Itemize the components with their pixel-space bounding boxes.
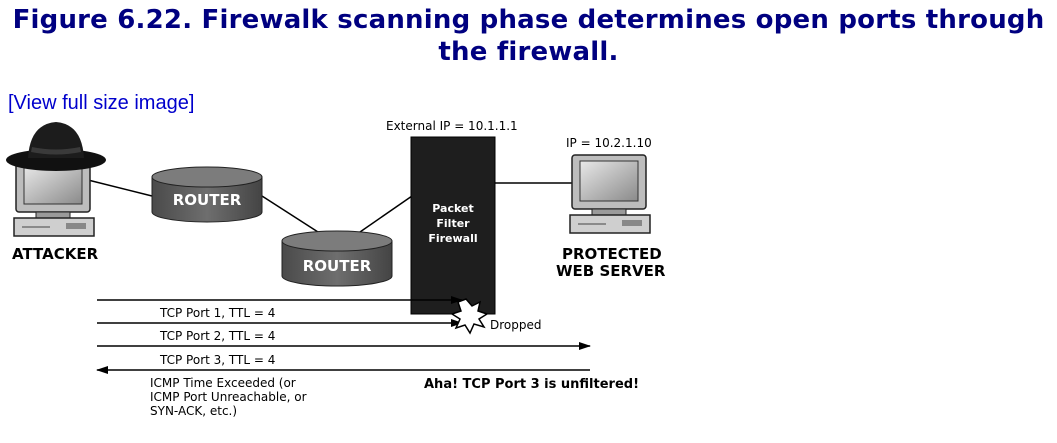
probe-2-label: TCP Port 2, TTL = 4 — [159, 329, 275, 343]
link-attacker-router1 — [87, 179, 153, 197]
probe-3-label: TCP Port 3, TTL = 4 — [159, 353, 275, 367]
router-2-icon: ROUTER — [281, 230, 393, 287]
result-label: Aha! TCP Port 3 is unfiltered! — [424, 377, 639, 392]
dropped-burst-icon — [450, 298, 489, 335]
cowboy-hat-icon — [6, 122, 106, 171]
router-2-label: ROUTER — [303, 257, 372, 275]
router-1-icon: ROUTER — [151, 166, 263, 223]
reply-line-3: SYN-ACK, etc.) — [150, 404, 237, 418]
server-label-line-2: WEB SERVER — [556, 262, 666, 280]
dropped-label: Dropped — [490, 318, 542, 332]
attacker-label: ATTACKER — [12, 245, 99, 263]
external-ip-label: External IP = 10.1.1.1 — [386, 119, 518, 133]
firewall-label-line-1: Packet — [432, 202, 473, 215]
server-ip-label: IP = 10.2.1.10 — [566, 136, 652, 150]
router-1-label: ROUTER — [173, 191, 242, 209]
caption-line-1: Figure 6.22. Firewalk scanning phase det… — [12, 5, 1045, 35]
link-router1-router2 — [261, 195, 319, 233]
web-server-computer-icon — [569, 154, 651, 234]
server-label-line-1: PROTECTED — [562, 245, 662, 263]
reply-line-1: ICMP Time Exceeded (or — [150, 376, 296, 390]
view-full-size-link[interactable]: [View full size image] — [8, 92, 195, 114]
probe-1-label: TCP Port 1, TTL = 4 — [159, 306, 275, 320]
figure-caption: Figure 6.22. Firewalk scanning phase det… — [0, 4, 1057, 68]
reply-line-2: ICMP Port Unreachable, or — [150, 390, 307, 404]
firewall-label-line-3: Firewall — [428, 232, 477, 245]
caption-line-2: the firewall. — [438, 37, 619, 67]
firewall-label-line-2: Filter — [436, 217, 470, 230]
attacker-computer-icon — [13, 159, 95, 237]
firewall-box — [410, 136, 496, 315]
link-router2-firewall — [359, 195, 413, 233]
